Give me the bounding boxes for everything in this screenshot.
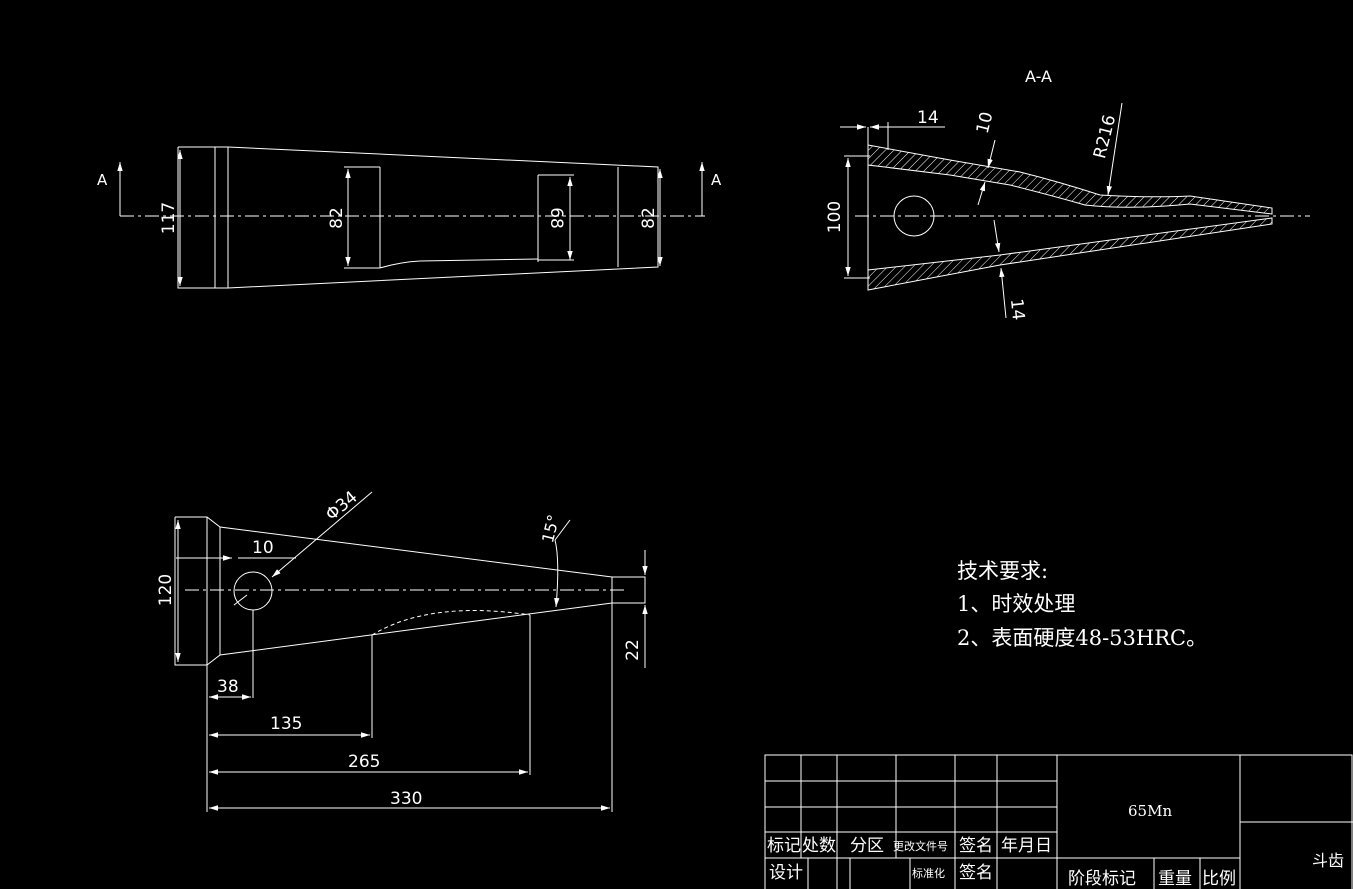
tb-header-date: 年月日 <box>1001 836 1052 856</box>
top-view-outline <box>177 146 659 289</box>
dim-side-len-1: 135 <box>270 714 302 734</box>
tb-header-mark: 标记 <box>767 836 801 856</box>
dim-sec-height: 100 <box>825 201 845 233</box>
dim-sec-wall-bottom: 14 <box>1006 298 1028 322</box>
dim-sec-wall-top: 14 <box>917 108 939 128</box>
dim-side-len-3: 330 <box>390 789 422 809</box>
material-label: 65Mn <box>1128 802 1172 820</box>
dim-top-neck-left: 82 <box>327 207 347 229</box>
dim-side-tip: 22 <box>623 639 643 661</box>
side-hole <box>233 571 273 611</box>
section-marker-right: A <box>711 171 722 189</box>
part-name-label: 斗齿 <box>1312 851 1344 870</box>
dim-side-hole-offset: 10 <box>252 538 274 558</box>
dim-sec-radius: R216 <box>1090 113 1120 161</box>
tech-req-item1: 1、时效处理 <box>957 592 1075 616</box>
tb-row-std: 标准化 <box>912 866 945 880</box>
tb-header-count: 处数 <box>802 836 836 856</box>
dim-top-width: 117 <box>159 202 179 234</box>
dim-side-hole-pos: 38 <box>217 677 239 697</box>
tb-header-zone: 分区 <box>850 836 884 856</box>
side-view <box>174 491 648 812</box>
section-lower-wall <box>867 217 1273 291</box>
side-view-outline <box>174 516 646 666</box>
dim-side-hole-dia: Φ34 <box>322 487 362 525</box>
tb-row-weight: 重量 <box>1158 869 1192 889</box>
tech-req-item2: 2、表面硬度48-53HRC。 <box>957 626 1207 650</box>
tb-row-design: 设计 <box>769 863 803 883</box>
section-view <box>840 102 1310 319</box>
tb-row-scale: 比例 <box>1202 869 1236 889</box>
dim-side-height: 120 <box>156 574 176 606</box>
title-block <box>764 754 1353 889</box>
tb-header-sign: 签名 <box>959 836 993 856</box>
tb-row-sign2: 签名 <box>959 863 993 883</box>
dim-top-neck-right: 82 <box>639 207 659 229</box>
section-marker-left: A <box>97 171 108 189</box>
tb-row-stage: 阶段标记 <box>1068 869 1136 889</box>
dim-side-angle: 15° <box>538 513 563 545</box>
top-view <box>117 146 705 289</box>
dim-top-neck-mid: 68 <box>546 207 566 229</box>
tech-req-title: 技术要求: <box>957 559 1048 583</box>
dim-side-len-2: 265 <box>348 752 380 772</box>
section-title: A-A <box>1025 67 1052 86</box>
section-upper-wall <box>867 144 1273 215</box>
dim-sec-wall-mid: 10 <box>973 110 998 136</box>
tb-header-doc: 更改文件号 <box>893 839 948 853</box>
